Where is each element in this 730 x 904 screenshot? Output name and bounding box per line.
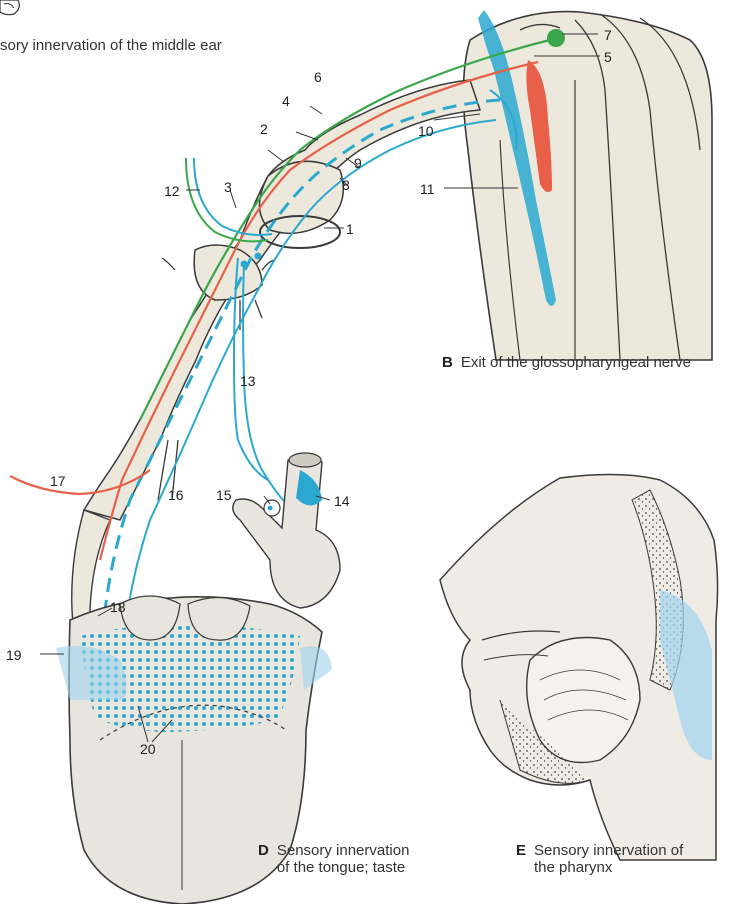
- label-4: 4: [282, 93, 290, 109]
- label-15: 15: [216, 487, 232, 503]
- label-20: 20: [140, 741, 156, 757]
- label-1: 1: [346, 221, 354, 237]
- caption-d-line1: Sensory innervation: [277, 842, 410, 859]
- carotid-bifurcation: [233, 453, 340, 608]
- label-7: 7: [604, 27, 612, 43]
- caption-d-letter: D: [258, 842, 269, 859]
- label-10: 10: [418, 123, 434, 139]
- caption-e-line2: the pharynx: [534, 859, 683, 876]
- caption-b-text: Exit of the glossopharyngeal nerve: [461, 354, 691, 371]
- label-11: 11: [420, 181, 435, 197]
- label-3: 3: [224, 179, 232, 195]
- caption-b: B Exit of the glossopharyngeal nerve: [442, 354, 691, 371]
- label-8: 8: [342, 177, 350, 193]
- label-5: 5: [604, 49, 612, 65]
- label-2: 2: [260, 121, 268, 137]
- caption-b-letter: B: [442, 354, 453, 371]
- label-18: 18: [110, 599, 126, 615]
- label-6: 6: [314, 69, 322, 85]
- salivatory-nucleus-green: [547, 29, 565, 47]
- label-9: 9: [354, 155, 362, 171]
- caption-e-letter: E: [516, 842, 526, 859]
- caption-d-line2: of the tongue; taste: [277, 859, 410, 876]
- label-17: 17: [50, 473, 66, 489]
- caption-d: D Sensory innervation of the tongue; tas…: [258, 842, 409, 876]
- caption-a-partial: sory innervation of the middle ear: [0, 37, 222, 54]
- label-12: 12: [164, 183, 180, 199]
- caption-e-line1: Sensory innervation of: [534, 842, 683, 859]
- label-14: 14: [334, 493, 350, 509]
- label-19: 19: [6, 647, 22, 663]
- label-13: 13: [240, 373, 256, 389]
- caption-e: E Sensory innervation of the pharynx: [516, 842, 683, 876]
- pharynx-section: [440, 474, 718, 860]
- label-16: 16: [168, 487, 184, 503]
- ear-fragment: [0, 0, 19, 15]
- brainstem: [463, 10, 712, 360]
